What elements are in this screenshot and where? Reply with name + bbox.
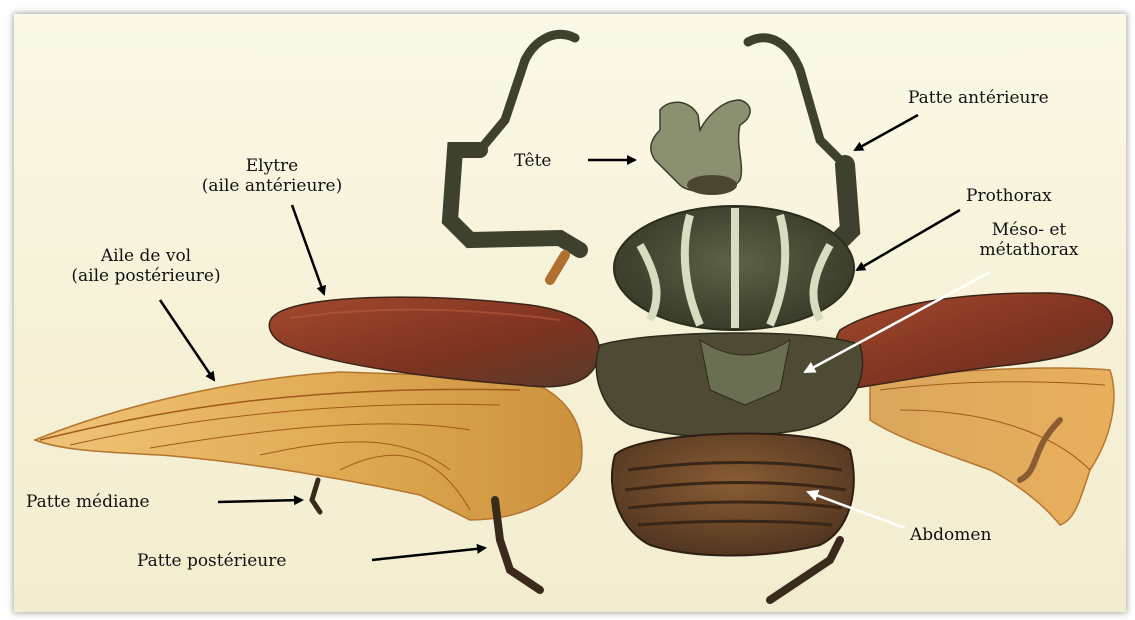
label-patte-anterieure: Patte antérieure — [908, 88, 1049, 108]
label-patte-posterieure: Patte postérieure — [137, 551, 286, 571]
right-hind-wing — [870, 368, 1114, 525]
label-aile-de-vol-line2: (aile postérieure) — [36, 266, 256, 286]
meso-metathorax — [596, 333, 862, 437]
label-patte-mediane: Patte médiane — [26, 492, 150, 512]
label-prothorax: Prothorax — [966, 186, 1052, 206]
label-elytre-line2: (aile antérieure) — [172, 176, 372, 196]
label-elytre-line1: Elytre — [172, 156, 372, 176]
label-aile-de-vol: Aile de vol (aile postérieure) — [36, 246, 256, 286]
label-elytre: Elytre (aile antérieure) — [172, 156, 372, 196]
abdomen — [612, 434, 854, 556]
prothorax — [614, 206, 854, 330]
label-tete: Tête — [514, 151, 551, 171]
label-abdomen: Abdomen — [910, 525, 991, 545]
label-meso-line2: métathorax — [974, 240, 1084, 260]
head — [651, 100, 750, 195]
specimen-photo-frame: Tête Patte antérieure Elytre (aile antér… — [14, 14, 1126, 612]
label-meso-metathorax: Méso- et métathorax — [974, 220, 1084, 260]
label-meso-line1: Méso- et — [974, 220, 1084, 240]
label-aile-de-vol-line1: Aile de vol — [36, 246, 256, 266]
